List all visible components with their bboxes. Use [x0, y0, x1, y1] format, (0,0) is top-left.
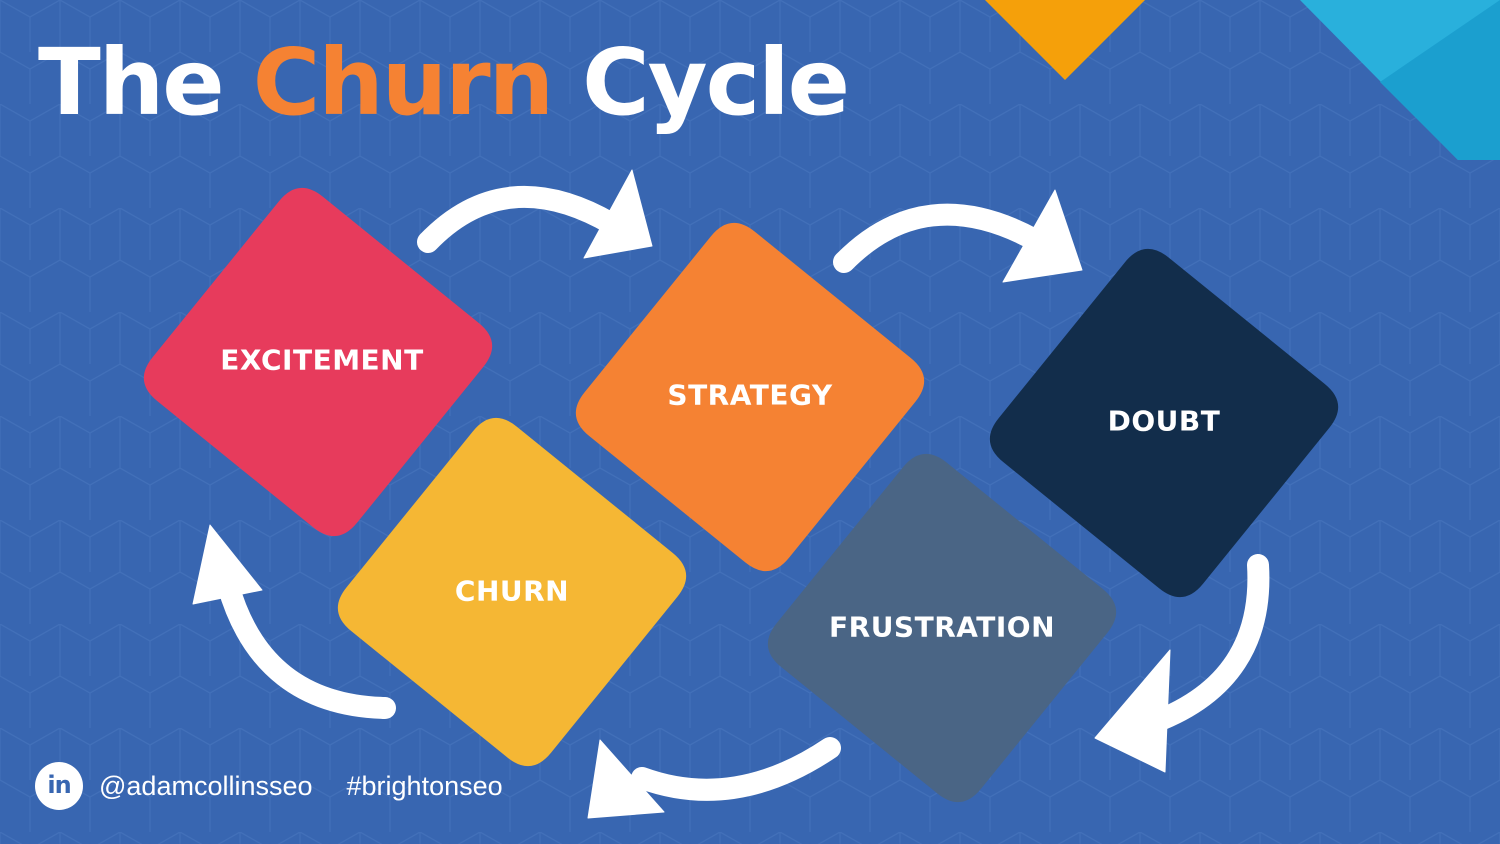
orange-corner-triangle [985, 0, 1145, 80]
stage-strategy-shape [575, 222, 925, 572]
stage-doubt-shape [989, 248, 1339, 598]
title-accent: Churn [252, 29, 554, 136]
stage-churn-label: CHURN [454, 574, 570, 608]
stage-excitement-label: EXCITEMENT [220, 343, 424, 377]
stage-frustration-label: FRUSTRATION [829, 610, 1055, 644]
page-title: The Churn Cycle [38, 29, 850, 136]
linkedin-icon[interactable]: in [35, 762, 83, 810]
stage-frustration-shape [767, 453, 1117, 803]
stage-strategy-label: STRATEGY [667, 378, 833, 412]
linkedin-handle: @adamcollinsseo [99, 770, 313, 801]
stage-excitement-shape [143, 187, 493, 537]
stage-churn-shape [337, 417, 687, 767]
arrow-strategy-to-doubt [833, 189, 1083, 283]
title-part-2: Cycle [552, 29, 850, 136]
stage-doubt-label: DOUBT [1107, 404, 1221, 438]
arrow-frustration-to-churn [587, 737, 841, 819]
footer: in @adamcollinsseo #brightonseo [35, 762, 503, 810]
cyan-corner-triangle-shade [1380, 0, 1500, 160]
arrow-doubt-to-frustration [1094, 554, 1270, 773]
title-part-1: The [38, 29, 253, 136]
arrow-excitement-to-strategy [417, 169, 653, 259]
arrow-churn-to-excitement [192, 524, 396, 719]
hashtag: #brightonseo [346, 770, 503, 801]
